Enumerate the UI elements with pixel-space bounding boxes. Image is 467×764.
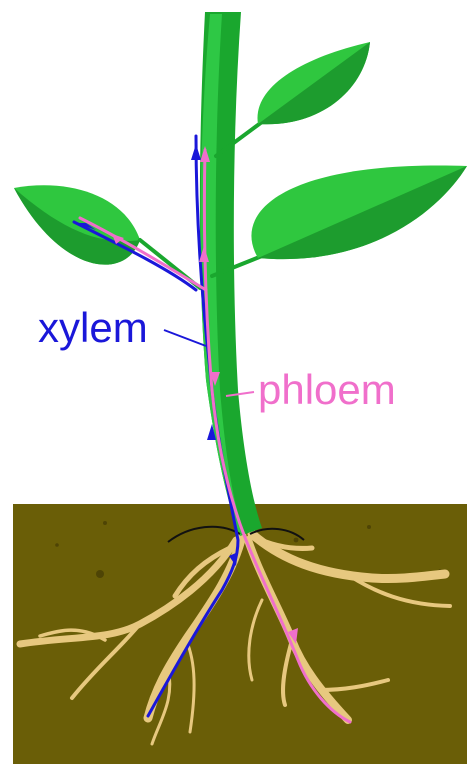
xylem-label: xylem — [38, 304, 148, 351]
leaf-upper-right — [257, 42, 370, 124]
leaf-large-right — [251, 166, 467, 260]
xylem-leader-line — [164, 330, 206, 346]
xylem-arrow-stem-upper — [191, 144, 201, 160]
phloem-label: phloem — [258, 366, 396, 413]
